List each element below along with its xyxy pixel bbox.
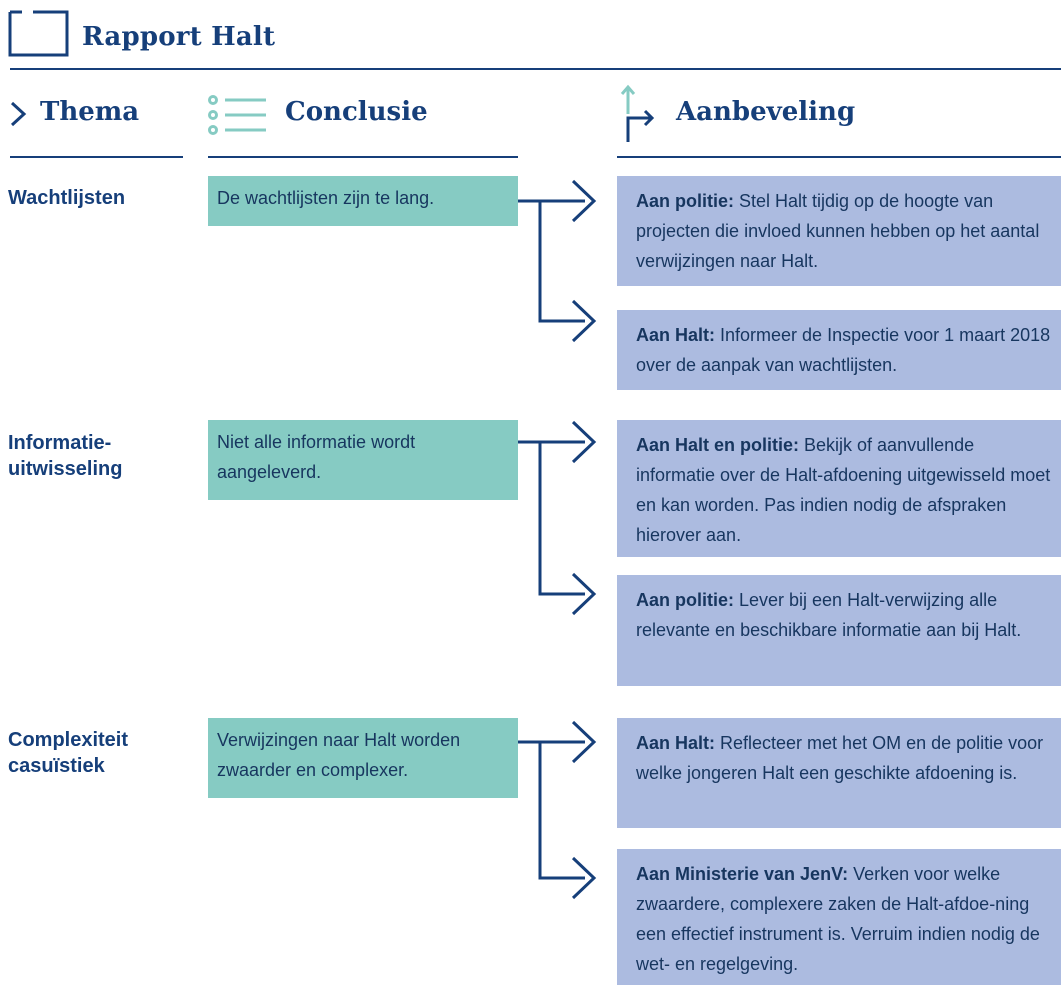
recommendation-lead: Aan Halt: bbox=[636, 325, 716, 345]
theme-line: uitwisseling bbox=[8, 458, 123, 480]
recommendation-card: Aan politie: Stel Halt tijdig op de hoog… bbox=[617, 176, 1061, 286]
recommendation-text: Lever bij een Halt-verwijzing alle relev… bbox=[636, 590, 1022, 640]
conclusion-wachtlijsten: De wachtlijsten zijn te lang. bbox=[208, 176, 518, 226]
list-icon bbox=[208, 95, 266, 135]
document-frame-icon bbox=[8, 10, 69, 57]
branch-arrows-icon bbox=[620, 84, 655, 142]
theme-complexiteit-casuistiek: Complexiteit casuïstiek bbox=[8, 727, 128, 779]
conclusion-complexiteit-casuistiek: Verwijzingen naar Halt worden zwaarder e… bbox=[208, 718, 518, 798]
theme-wachtlijsten: Wachtlijsten bbox=[8, 187, 126, 209]
recommendation-card: Aan Halt: Reflecteer met het OM en de po… bbox=[617, 718, 1061, 828]
recommendation-lead: Aan Halt: bbox=[636, 733, 716, 753]
thema-column-rule bbox=[10, 156, 183, 158]
recommendation-text: Reflecteer met het OM en de politie voor… bbox=[636, 733, 1044, 783]
theme-line: Complexiteit bbox=[8, 729, 129, 751]
recommendation-card: Aan Ministerie van JenV: Verken voor wel… bbox=[617, 849, 1061, 985]
column-header-thema: Thema bbox=[40, 97, 140, 127]
row-3-connector bbox=[518, 720, 597, 900]
column-header-conclusie: Conclusie bbox=[285, 97, 428, 127]
theme-line: Informatie- bbox=[8, 432, 112, 454]
column-header-aanbeveling: Aanbeveling bbox=[676, 97, 856, 127]
recommendation-text: Verken voor welke zwaardere, complexere … bbox=[636, 864, 1040, 974]
recommendation-lead: Aan politie: bbox=[636, 191, 734, 211]
recommendation-text: Informeer de Inspectie voor 1 maart 2018… bbox=[636, 325, 1051, 375]
recommendation-lead: Aan politie: bbox=[636, 590, 734, 610]
row-1-connector bbox=[518, 179, 597, 343]
theme-line: casuïstiek bbox=[8, 755, 105, 777]
theme-informatie-uitwisseling: Informatie- uitwisseling bbox=[8, 430, 122, 482]
recommendation-text: Bekijk of aanvullende informatie over de… bbox=[636, 435, 1051, 545]
aanbeveling-column-rule bbox=[617, 156, 1061, 158]
recommendation-card: Aan Halt: Informeer de Inspectie voor 1 … bbox=[617, 310, 1061, 390]
conclusie-column-rule bbox=[208, 156, 518, 158]
recommendation-lead: Aan Ministerie van JenV: bbox=[636, 864, 849, 884]
recommendation-card: Aan politie: Lever bij een Halt-verwijzi… bbox=[617, 575, 1061, 686]
page-title: Rapport Halt bbox=[82, 22, 276, 52]
recommendation-text: Stel Halt tijdig op de hoogte van projec… bbox=[636, 191, 1040, 271]
recommendation-lead: Aan Halt en politie: bbox=[636, 435, 800, 455]
header-divider bbox=[10, 68, 1061, 70]
conclusion-informatie-uitwisseling: Niet alle informatie wordt aangeleverd. bbox=[208, 420, 518, 500]
recommendation-card: Aan Halt en politie: Bekijk of aanvullen… bbox=[617, 420, 1061, 557]
row-2-connector bbox=[518, 420, 597, 616]
chevron-right-icon bbox=[10, 101, 27, 127]
